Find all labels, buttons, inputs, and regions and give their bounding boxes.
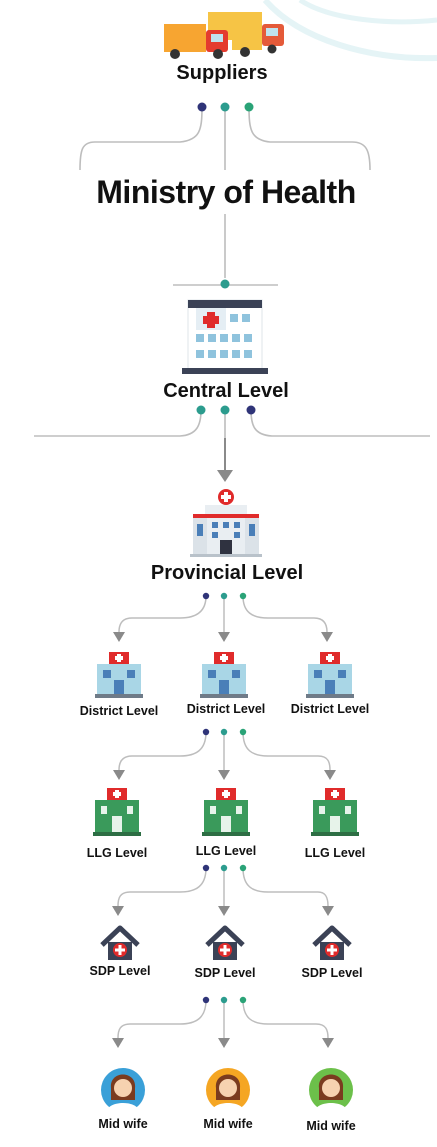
llg-level-label: LLG Level [195,844,257,858]
green-clinic-icon [311,788,359,836]
house-cross-icon [100,925,140,960]
female-nurse-avatar-icon [206,1068,250,1112]
central-level-label: Central Level [163,380,289,402]
clinic-icon [306,652,354,698]
provincial-level-label: Provincial Level [150,562,304,584]
clinic-icon [200,652,248,698]
district-level-label: District Level [290,702,370,716]
sdp-level-label: SDP Level [89,964,151,978]
sdp-level-label: SDP Level [301,966,363,980]
clinic-icon [95,652,143,698]
branch-sdp-midwife [112,996,334,1048]
house-cross-icon [205,925,245,960]
house-cross-icon [312,925,352,960]
female-nurse-avatar-icon [101,1068,145,1112]
female-nurse-avatar-icon [309,1068,353,1112]
midwife-label: Mid wife [306,1119,356,1133]
watermark-arc-2 [298,0,437,25]
trucks-icon [164,12,284,59]
llg-level-label: LLG Level [304,846,366,860]
midwife-label: Mid wife [203,1117,253,1131]
hospital-building-icon [182,299,268,374]
branch-provincial-district [113,592,333,642]
branch-district-llg [113,728,336,780]
district-level-label: District Level [79,704,159,718]
ministry-label: Ministry of Health [96,174,356,210]
sdp-level-label: SDP Level [194,966,256,980]
green-clinic-icon [202,788,250,836]
watermark-arc [262,0,437,62]
green-clinic-icon [93,788,141,836]
midwife-label: Mid wife [98,1117,148,1131]
branch-llg-sdp [112,864,334,916]
suppliers-label: Suppliers [176,62,268,84]
suppliers-dots [196,102,256,415]
llg-level-label: LLG Level [86,846,148,860]
arrow-to-provincial [217,438,233,482]
hospital-icon [190,489,262,557]
district-level-label: District Level [186,702,266,716]
